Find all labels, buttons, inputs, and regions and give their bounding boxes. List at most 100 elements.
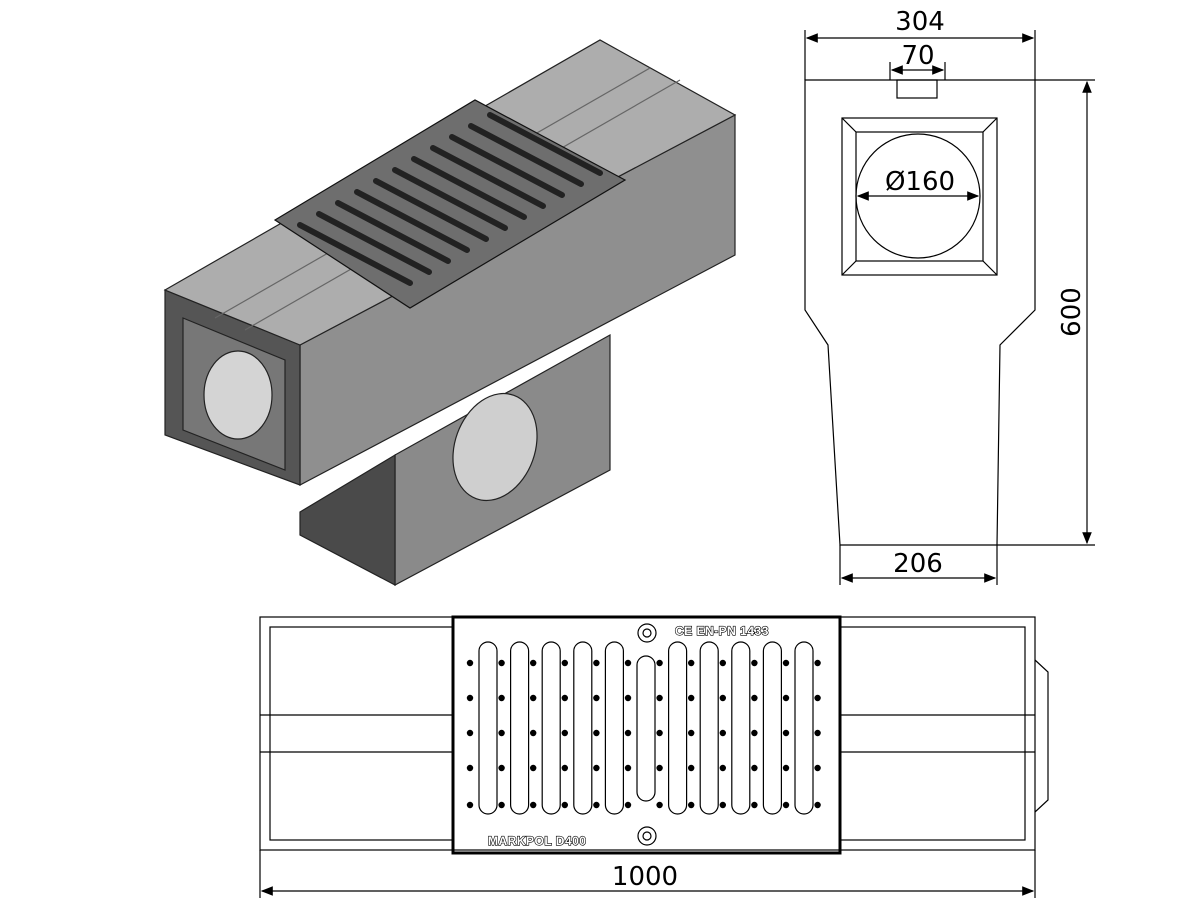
grate-bolt-dot (688, 694, 695, 702)
grate-bolt-dot (530, 801, 537, 809)
top-view (259, 615, 1049, 898)
grate-bolt-dot (466, 801, 474, 809)
front-outline (804, 79, 1036, 546)
grate-bolt-dot (688, 729, 695, 737)
top-slot (896, 79, 938, 99)
front-view (804, 30, 1095, 585)
grate-iso-slot (430, 145, 546, 209)
grate-bolt-dot (751, 801, 758, 809)
grate-iso-slot (392, 167, 508, 231)
grate-bolt-dot (656, 729, 663, 737)
end-pipe-opening (203, 350, 273, 440)
grate-bolt-dot (498, 694, 505, 702)
grate-bolt-dot (719, 659, 727, 667)
grate-bolt-dot (624, 694, 632, 702)
side-pipe-opening (452, 392, 538, 502)
grate-bolt-dot (656, 659, 663, 667)
grate-bolt-dot (466, 764, 474, 772)
grate-bolt-dot (814, 694, 821, 702)
dim-width-bottom: 206 (893, 549, 943, 579)
grate-bolt-dot (530, 764, 537, 772)
grate-bolt-dot (782, 729, 790, 737)
grate-bolt-dot (498, 659, 505, 667)
grate-slot (794, 641, 814, 815)
grate-marking-bottom: MARKPOL D400 (488, 834, 586, 848)
grate-bolt-dot (656, 694, 663, 702)
side-stub (1034, 659, 1049, 813)
grate-slot (731, 641, 751, 815)
grate-bolt-dot (466, 694, 474, 702)
grate-bolt-dot (656, 764, 663, 772)
isometric-view (163, 39, 737, 587)
grate-slot (478, 641, 498, 815)
grate-slot (541, 641, 561, 815)
grate-bolt-dot (688, 764, 695, 772)
grate-bolt-dot (498, 729, 505, 737)
grate-slot (636, 655, 656, 802)
grate-slots (466, 641, 821, 815)
grate-bolt-dot (561, 659, 569, 667)
grate-bolt-dot (561, 801, 569, 809)
grate-bolt-dot (561, 729, 569, 737)
grate-bolt-dot (719, 729, 727, 737)
grate-bolt-dot (561, 694, 569, 702)
grate-iso-slot (411, 156, 527, 220)
grate-bolt-dot (530, 694, 537, 702)
grate-bolt-dot (498, 764, 505, 772)
grate-bolt-dot (530, 659, 537, 667)
grate-bolt-dot (561, 764, 569, 772)
grate-slot (604, 641, 625, 815)
lower-box-front (299, 453, 396, 586)
grate-bolt-dot (719, 694, 727, 702)
pipe-frame-outer (841, 117, 998, 276)
grate-top-view (451, 615, 842, 855)
grate-bolt-dot (719, 801, 727, 809)
grate-bolt-dot (782, 694, 790, 702)
grate-iso-slot (335, 200, 451, 264)
grate-iso-slot (316, 211, 432, 275)
grate-bolt-dot (530, 729, 537, 737)
grate-iso-slots (297, 112, 603, 286)
grate-bolt-dot (593, 764, 600, 772)
grate-iso-slot (354, 189, 470, 253)
dim-width-top: 304 (895, 7, 945, 37)
grate-bolt-dot (624, 659, 632, 667)
grate-bolt-dot (593, 801, 600, 809)
grate-bolt-dot (688, 801, 695, 809)
grate-bolt-dot (751, 764, 758, 772)
dim-slot-width: 70 (901, 41, 934, 71)
grate-bolt-dot (466, 729, 474, 737)
grate-slot (762, 641, 783, 815)
grate-iso-slot (373, 178, 489, 242)
grate-bolt-dot (814, 729, 821, 737)
grate-bolt-dot (814, 764, 821, 772)
grate-iso-slot (487, 112, 603, 176)
grate-slot (667, 641, 688, 815)
grate-slot (699, 641, 719, 815)
grate-bolt-dot (751, 659, 758, 667)
dim-pipe-diameter: Ø160 (885, 167, 955, 197)
grate-bolt-dot (498, 801, 505, 809)
dim-length: 1000 (612, 862, 678, 892)
grate-iso-slot (297, 222, 413, 286)
grate-bolt-dot (751, 694, 758, 702)
grate-iso-slot (468, 123, 584, 187)
grate-bolt-dot (656, 801, 663, 809)
grate-bolt-dot (814, 801, 821, 809)
grate-slot (573, 641, 593, 815)
grate-bolt-dot (466, 659, 474, 667)
top-outline (259, 616, 1036, 851)
grate-bolt-dot (593, 659, 600, 667)
grate-iso-slot (449, 134, 565, 198)
dim-height: 600 (1057, 287, 1087, 337)
grate-bolt-dot (782, 659, 790, 667)
grate-bolt-dot (624, 801, 632, 809)
grate-bolt-dot (624, 729, 632, 737)
grate-bolt-dot (751, 729, 758, 737)
grate-marking-top: CE EN-PN 1433 (675, 624, 769, 638)
grate-bolt-dot (782, 764, 790, 772)
grate-bolt-dot (593, 694, 600, 702)
grate-bolt-dot (782, 801, 790, 809)
grate-bolt-dot (593, 729, 600, 737)
